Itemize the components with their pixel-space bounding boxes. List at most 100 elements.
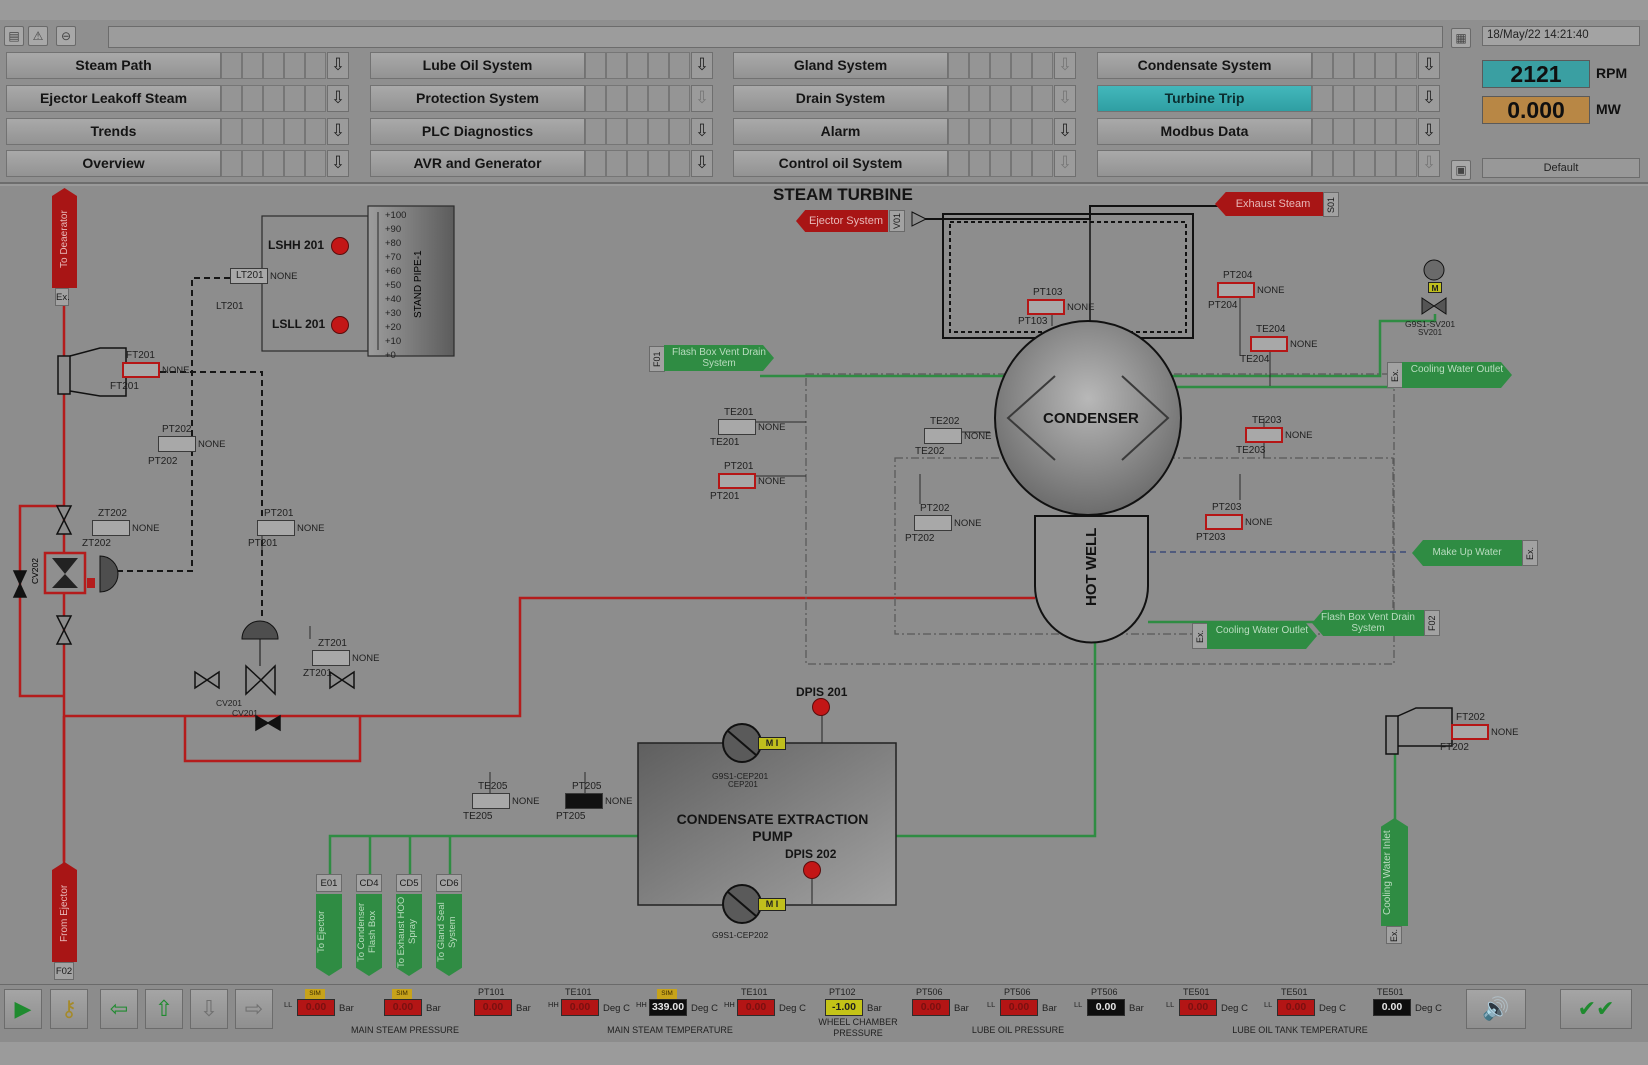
nav-alarm[interactable]: Alarm: [733, 118, 948, 145]
pt203-value-box[interactable]: [1205, 514, 1243, 530]
lsll201-lamp[interactable]: [331, 316, 349, 334]
nav-dropdown-arrow-icon[interactable]: ⇩: [691, 150, 713, 177]
ft202-value-box[interactable]: [1451, 724, 1489, 740]
nav-overview[interactable]: Overview: [6, 150, 221, 177]
alarm-warning-icon[interactable]: ⚠: [28, 26, 48, 46]
nav-dropdown-arrow-icon[interactable]: ⇩: [1418, 85, 1440, 112]
hotwell-shape: [1034, 515, 1149, 644]
ft201-value-box[interactable]: [122, 362, 160, 378]
nav-dropdown-arrow-icon[interactable]: ⇩: [1054, 85, 1076, 112]
dest-tag-e01[interactable]: To Ejector: [316, 894, 342, 976]
meter-value[interactable]: 0.00: [1000, 999, 1038, 1016]
nav-dropdown-arrow-icon[interactable]: ⇩: [327, 52, 349, 79]
meter-value[interactable]: 0.00: [1277, 999, 1315, 1016]
ejector-system-tag[interactable]: Ejector System: [796, 210, 888, 232]
zt202-value-box[interactable]: [92, 520, 130, 536]
te204-value-box[interactable]: [1250, 336, 1288, 352]
minimize-icon[interactable]: ⊖: [56, 26, 76, 46]
nav-avr-and-generator[interactable]: AVR and Generator: [370, 150, 585, 177]
te205-value-box[interactable]: [472, 793, 510, 809]
cooling-water-outlet-top-tag[interactable]: Cooling Water Outlet: [1402, 362, 1512, 388]
nav-gland-system[interactable]: Gland System: [733, 52, 948, 79]
cep201-motor-badge[interactable]: M I: [758, 737, 786, 750]
nav-dropdown-arrow-icon[interactable]: ⇩: [1418, 52, 1440, 79]
nav-control-oil-system[interactable]: Control oil System: [733, 150, 948, 177]
meter-value[interactable]: 0.00: [561, 999, 599, 1016]
zt201-value-box[interactable]: [312, 650, 350, 666]
dest-tag-cd6[interactable]: To Gland Seal System: [436, 894, 462, 976]
te203-value-box[interactable]: [1245, 427, 1283, 443]
nav-dropdown-arrow-icon[interactable]: ⇩: [691, 52, 713, 79]
arrow-left-icon[interactable]: ⇦: [100, 989, 138, 1029]
pt103-value-box[interactable]: [1027, 299, 1065, 315]
nav-drain-system[interactable]: Drain System: [733, 85, 948, 112]
arrow-down-icon[interactable]: ⇩: [190, 989, 228, 1029]
meter-value[interactable]: -1.00: [825, 999, 863, 1016]
play-icon[interactable]: ▶: [4, 989, 42, 1029]
dpis201-lamp[interactable]: [812, 698, 830, 716]
nav-turbine-trip[interactable]: Turbine Trip: [1097, 85, 1312, 112]
flash-box-vent-right-tag[interactable]: Flash Box Vent Drain System: [1312, 610, 1424, 636]
pt204-value-box[interactable]: [1217, 282, 1255, 298]
nav-modbus-data[interactable]: Modbus Data: [1097, 118, 1312, 145]
meter-value[interactable]: 0.00: [297, 999, 335, 1016]
nav-dropdown-arrow-icon[interactable]: ⇩: [327, 150, 349, 177]
settings-icon[interactable]: ▣: [1451, 160, 1471, 180]
acknowledge-all-icon[interactable]: ✔✔: [1560, 989, 1632, 1029]
cep202-motor-badge[interactable]: M I: [758, 898, 786, 911]
flash-box-vent-left-tag[interactable]: Flash Box Vent Drain System: [664, 345, 774, 371]
nav-lube-oil-system[interactable]: Lube Oil System: [370, 52, 585, 79]
pt205-value-box[interactable]: [565, 793, 603, 809]
nav-dropdown-arrow-icon[interactable]: ⇩: [1054, 52, 1076, 79]
nav-dropdown-arrow-icon[interactable]: ⇩: [327, 118, 349, 145]
te202-value-box[interactable]: [924, 428, 962, 444]
from-ejector-tag[interactable]: From Ejector: [52, 862, 77, 962]
nav-dropdown-arrow-icon[interactable]: ⇩: [1418, 118, 1440, 145]
nav-condensate-system[interactable]: Condensate System: [1097, 52, 1312, 79]
cooling-water-inlet-tag[interactable]: Cooling Water Inlet: [1381, 818, 1408, 926]
pt202-value-box[interactable]: [914, 515, 952, 531]
calendar-icon[interactable]: ▦: [1451, 28, 1471, 48]
profile-selector[interactable]: Default: [1482, 158, 1640, 178]
lshh201-lamp[interactable]: [331, 237, 349, 255]
meter-value[interactable]: 0.00: [912, 999, 950, 1016]
nav-trends[interactable]: Trends: [6, 118, 221, 145]
cooling-water-outlet-mid-tag[interactable]: Cooling Water Outlet: [1207, 623, 1317, 649]
meter-value[interactable]: 0.00: [737, 999, 775, 1016]
arrow-right-icon[interactable]: ⇨: [235, 989, 273, 1029]
dest-tag-cd5[interactable]: To Exhaust HOO Spray: [396, 894, 422, 976]
horn-acknowledge-icon[interactable]: 🔊: [1466, 989, 1526, 1029]
nav-plc-diagnostics[interactable]: PLC Diagnostics: [370, 118, 585, 145]
nav-ejector-leakoff-steam[interactable]: Ejector Leakoff Steam: [6, 85, 221, 112]
arrow-up-icon[interactable]: ⇧: [145, 989, 183, 1029]
lt201-value-box[interactable]: [230, 268, 268, 284]
nav-empty-slot: [1097, 150, 1312, 177]
key-icon[interactable]: ⚷: [50, 989, 88, 1029]
pt201-value-box[interactable]: [257, 520, 295, 536]
dest-tag-cd4[interactable]: To Condenser Flash Box: [356, 894, 382, 976]
nav-dropdown-arrow-icon[interactable]: ⇩: [1418, 150, 1440, 177]
meter-value[interactable]: 0.00: [1179, 999, 1217, 1016]
nav-dropdown-arrow-icon[interactable]: ⇩: [1054, 118, 1076, 145]
dpis202-lamp[interactable]: [803, 861, 821, 879]
nav-protection-system[interactable]: Protection System: [370, 85, 585, 112]
meter-value[interactable]: 339.00: [649, 999, 687, 1016]
exhaust-steam-tag[interactable]: Exhaust Steam: [1215, 192, 1323, 216]
meter-value[interactable]: 0.00: [1087, 999, 1125, 1016]
make-up-water-tag[interactable]: Make Up Water: [1412, 540, 1522, 566]
te201-value-box[interactable]: [718, 419, 756, 435]
pt201-value-box[interactable]: [718, 473, 756, 489]
nav-dropdown-arrow-icon[interactable]: ⇩: [327, 85, 349, 112]
meter-value[interactable]: 0.00: [1373, 999, 1411, 1016]
nav-steam-path[interactable]: Steam Path: [6, 52, 221, 79]
app-menu-icon[interactable]: ▤: [4, 26, 24, 46]
meter-value[interactable]: 0.00: [474, 999, 512, 1016]
pt202-value-box[interactable]: [158, 436, 196, 452]
nav-dropdown-arrow-icon[interactable]: ⇩: [691, 118, 713, 145]
to-deaerator-tag[interactable]: To Deaerator: [52, 188, 77, 288]
sv201-motor-badge[interactable]: M: [1428, 282, 1442, 293]
nav-dropdown-arrow-icon[interactable]: ⇩: [691, 85, 713, 112]
meter-value[interactable]: 0.00: [384, 999, 422, 1016]
nav-dropdown-arrow-icon[interactable]: ⇩: [1054, 150, 1076, 177]
